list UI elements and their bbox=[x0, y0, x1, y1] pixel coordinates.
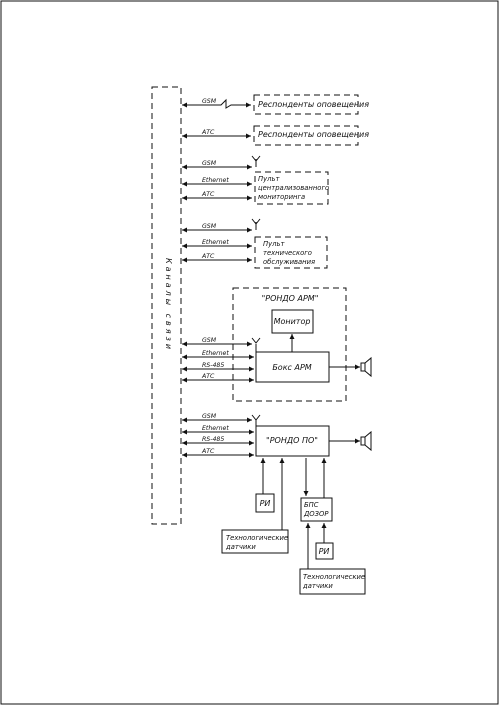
svg-text:Ethernet: Ethernet bbox=[202, 424, 229, 432]
respondents-label-2: Респонденты оповещения bbox=[258, 130, 369, 139]
channels-title: Каналы связи bbox=[164, 258, 173, 352]
svg-text:Ethernet: Ethernet bbox=[202, 349, 229, 357]
svg-text:GSM: GSM bbox=[202, 223, 217, 230]
link-ethernet-po: Ethernet bbox=[182, 424, 254, 435]
svg-text:RS-485: RS-485 bbox=[202, 362, 224, 369]
svg-text:GSM: GSM bbox=[202, 160, 217, 167]
bps-dozor-label: БПС ДОЗОР bbox=[303, 501, 329, 518]
monitor-box bbox=[271, 309, 314, 334]
svg-text:RS-485: RS-485 bbox=[202, 436, 224, 443]
svg-text:GSM: GSM bbox=[202, 413, 217, 420]
svg-text:GSM: GSM bbox=[202, 98, 217, 105]
link-atc-service: АТС bbox=[182, 253, 252, 263]
svg-text:АТС: АТС bbox=[201, 253, 215, 260]
link-ethernet-service: Ethernet bbox=[182, 238, 252, 249]
link-rs485-po: RS-485 bbox=[182, 436, 254, 446]
respondents-box-1 bbox=[253, 94, 359, 115]
svg-text:АТС: АТС bbox=[201, 191, 215, 198]
svg-text:АТС: АТС bbox=[201, 373, 215, 380]
tech-sensors-label-1: Технологические датчики bbox=[225, 534, 290, 551]
tech-sensors-box-2 bbox=[299, 568, 366, 595]
link-gsm-service: GSM bbox=[182, 218, 261, 233]
link-gsm-respondents: GSM bbox=[182, 98, 251, 109]
svg-text:АТС: АТС bbox=[201, 448, 215, 455]
speaker-icon bbox=[329, 430, 372, 452]
link-gsm-arm: GSM bbox=[182, 337, 261, 352]
link-ethernet-arm: Ethernet bbox=[182, 349, 254, 360]
central-monitoring-label: Пульт централизованного мониторинга bbox=[258, 175, 331, 201]
svg-text:Ethernet: Ethernet bbox=[202, 238, 229, 246]
svg-text:Ethernet: Ethernet bbox=[202, 176, 229, 184]
link-atc-po: АТС bbox=[182, 448, 254, 458]
respondents-label-1: Респонденты оповещения bbox=[258, 100, 369, 109]
svg-text:АТС: АТС bbox=[201, 129, 215, 136]
link-atc-respondents: АТС bbox=[182, 129, 251, 139]
link-gsm-po: GSM bbox=[182, 413, 261, 426]
link-atc-central: АТС bbox=[182, 191, 252, 201]
channels-column bbox=[151, 86, 182, 525]
rondo-po-label: "РОНДО ПО" bbox=[266, 436, 318, 445]
ri-box-1 bbox=[255, 493, 275, 513]
svg-text:GSM: GSM bbox=[202, 337, 217, 344]
ri-label-2: РИ bbox=[319, 547, 330, 556]
link-gsm-central: GSM bbox=[182, 155, 261, 170]
tech-sensors-box-1 bbox=[221, 529, 289, 554]
tech-service-label: Пульт технического обслуживания bbox=[263, 240, 315, 266]
link-atc-arm: АТС bbox=[182, 373, 254, 383]
link-ethernet-central: Ethernet bbox=[182, 176, 252, 187]
rondo-arm-group-label: "РОНДО АРМ" bbox=[262, 294, 319, 303]
respondents-box-2 bbox=[253, 125, 359, 146]
tech-sensors-label-2: Технологические датчики bbox=[302, 573, 367, 590]
box-arm-label: Бокс АРМ bbox=[272, 363, 311, 372]
tech-service-box bbox=[254, 236, 328, 269]
central-monitoring-box bbox=[254, 171, 329, 205]
ri-label-1: РИ bbox=[260, 499, 271, 508]
speaker-icon bbox=[329, 356, 372, 378]
monitor-label: Монитор bbox=[274, 317, 311, 326]
bps-dozor-box bbox=[300, 497, 333, 522]
link-rs485-arm: RS-485 bbox=[182, 362, 254, 372]
